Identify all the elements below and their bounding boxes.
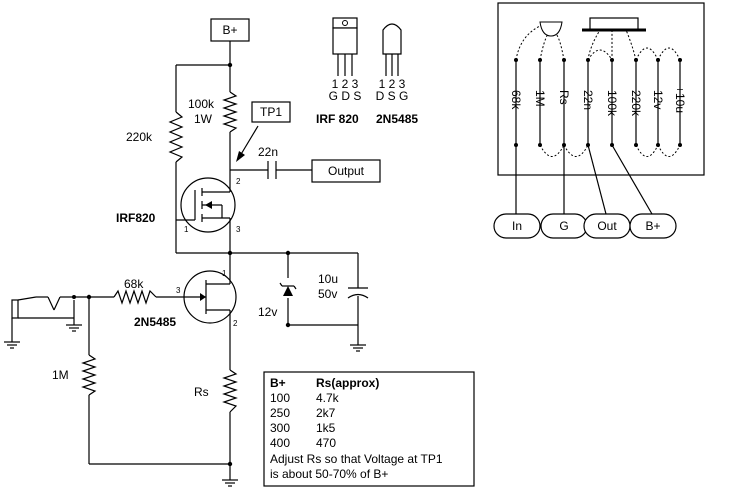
pad-in-label: In: [512, 219, 522, 233]
board-label-220k: 220k: [629, 90, 643, 117]
pad-bplus-label: B+: [645, 219, 660, 233]
jfet-package-label: 2N5485: [376, 112, 418, 126]
board-pad-in: In: [493, 213, 541, 239]
table-row-2-bplus: 300: [270, 421, 290, 435]
irf-pin-names: G D S: [329, 89, 362, 103]
irf-package-label: IRF 820: [316, 112, 359, 126]
table-row-0-bplus: 100: [270, 391, 290, 405]
mosfet-pin2: 2: [236, 177, 241, 186]
capacitor-22n: [267, 161, 277, 179]
table-note-line2: is about 50-70% of B+: [270, 467, 388, 481]
resistor-1m: [81, 354, 97, 396]
table-row-0-rs: 4.7k: [316, 391, 340, 405]
board-label-1m: 1M: [533, 90, 547, 107]
package-irf820: [332, 17, 358, 76]
table-row-1-rs: 2k7: [316, 406, 336, 420]
resistor-220k-label: 220k: [126, 130, 153, 144]
board-pad-g: G: [540, 213, 588, 239]
mosfet-pin3: 3: [236, 225, 241, 234]
capacitor-10u-rating: 50v: [318, 287, 337, 301]
capacitor-10u-value: 10u: [318, 272, 338, 286]
mosfet-irf820: [176, 177, 236, 233]
bplus-label: B+: [222, 23, 237, 37]
resistor-220k: [168, 111, 184, 163]
jfet-pin3: 3: [176, 286, 181, 295]
mosfet-name-label: IRF820: [116, 211, 156, 225]
resistor-rs-label: Rs: [194, 385, 209, 399]
capacitor-10u: [347, 287, 369, 299]
table-row-1-bplus: 250: [270, 406, 290, 420]
board-label-12v: 12v: [651, 90, 665, 109]
irf-pin-numbers: 1 2 3: [332, 77, 359, 91]
ground-icon: [4, 324, 366, 487]
jfet-name-label: 2N5485: [134, 315, 176, 329]
layout-board: [497, 2, 705, 215]
resistor-100k-value: 100k: [188, 97, 215, 111]
tp1-testpoint: TP1: [236, 101, 291, 162]
board-label-68k: 68k: [509, 90, 523, 110]
zener-diode: [279, 282, 297, 296]
board-label-rs: Rs: [557, 90, 571, 105]
jfet-pin-numbers: 1 2 3: [379, 77, 406, 91]
resistor-1m-label: 1M: [52, 368, 69, 382]
jfet-2n5485: [183, 270, 237, 324]
resistor-68k-label: 68k: [124, 277, 144, 291]
wires: [11, 41, 359, 480]
junction-dots: [72, 62, 291, 467]
jfet-pin1: 1: [222, 269, 227, 278]
board-label-22n: 22n: [581, 90, 595, 110]
pad-out-label: Out: [597, 219, 617, 233]
jfet-pin2: 2: [233, 319, 238, 328]
output-label: Output: [328, 164, 365, 178]
table-row-2-rs: 1k5: [316, 421, 336, 435]
resistor-68k: [113, 289, 157, 305]
board-pad-bplus: B+: [629, 213, 677, 239]
package-2n5485: [382, 23, 402, 76]
jfet-pin-names: D S G: [376, 89, 409, 103]
bplus-supply-box: B+: [210, 18, 250, 42]
tp1-label: TP1: [260, 105, 282, 119]
board-pad-out: Out: [583, 213, 631, 239]
pad-g-label: G: [559, 219, 568, 233]
table-header-rs: Rs(approx): [316, 376, 379, 390]
resistor-100k-rating: 1W: [194, 112, 213, 126]
zener-label: 12v: [258, 305, 277, 319]
resistor-100k: [222, 91, 238, 133]
rs-table: B+ Rs(approx) 100 4.7k 250 2k7 300 1k5 4…: [263, 371, 475, 487]
table-header-bplus: B+: [270, 376, 286, 390]
table-row-3-bplus: 400: [270, 436, 290, 450]
resistor-rs: [222, 369, 238, 413]
board-label-100k: 100k: [605, 90, 619, 117]
table-row-3-rs: 470: [316, 436, 336, 450]
table-note-line1: Adjust Rs so that Voltage at TP1: [270, 452, 443, 466]
input-jack-icon: [11, 296, 48, 319]
capacitor-22n-label: 22n: [258, 145, 278, 159]
board-label-10u: +10u: [673, 86, 687, 113]
output-box: Output: [311, 159, 381, 183]
mosfet-pin1: 1: [184, 225, 189, 234]
